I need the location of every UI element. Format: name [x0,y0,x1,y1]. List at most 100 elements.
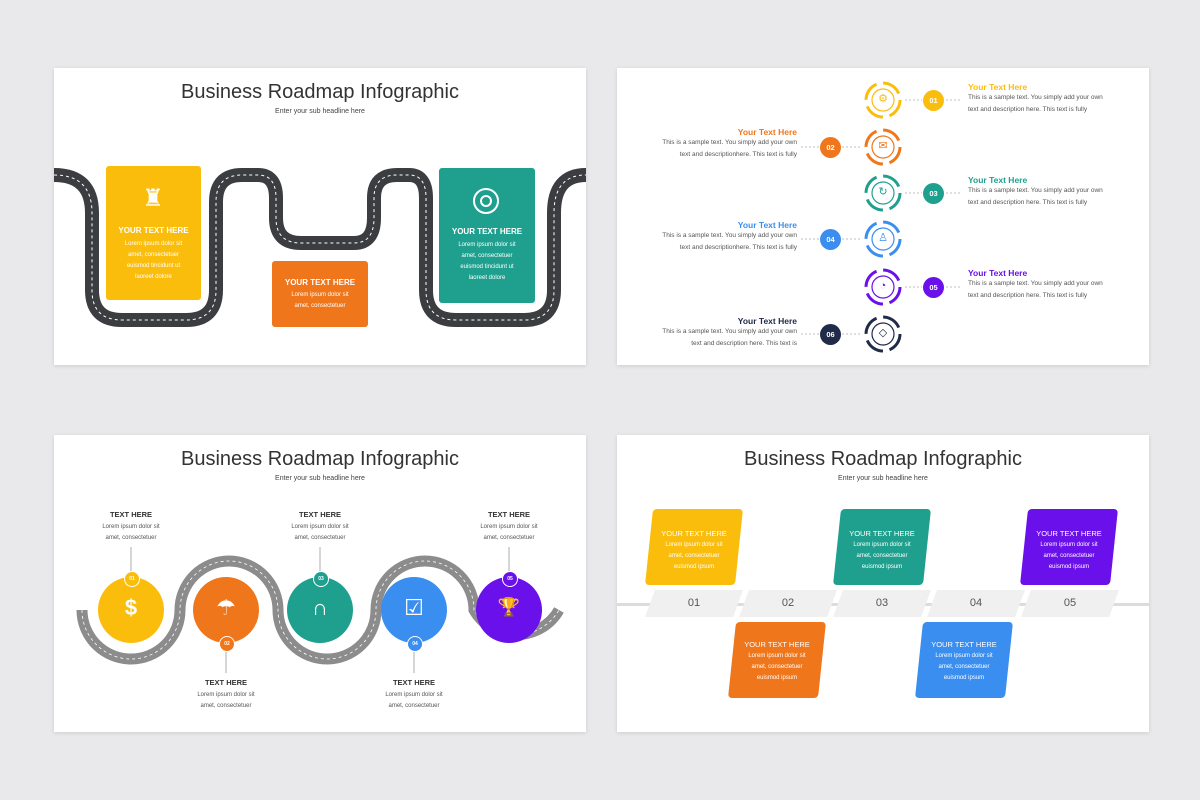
item-text-right: Your Text Here This is a sample text. Yo… [968,268,1143,302]
diamond-icon: ◇ [878,327,888,339]
label-heading: TEXT HERE [298,510,342,519]
step-label: 03 [875,597,889,609]
step-number: 01 [923,90,944,111]
step-number: 03 [313,571,329,587]
label-top: TEXT HERE Lorem ipsum dolor sit amet, co… [81,510,181,544]
step-label: 02 [781,597,795,609]
slide-road-cards: Business Roadmap Infographic Enter your … [54,68,586,365]
card-line: Lorem ipsum dolor sit [291,292,349,298]
card-heading: YOUR TEXT HERE [284,278,356,287]
card-line: euismod ipsum [861,564,903,570]
target-icon [473,188,499,214]
teal-card: YOUR TEXT HERE Lorem ipsum dolor sit ame… [833,509,931,585]
slide-winding-circles: Business Roadmap Infographic Enter your … [54,435,586,732]
item-text-right: Your Text Here This is a sample text. Yo… [968,175,1143,209]
step-number: 05 [923,277,944,298]
card-line: euismod ipsum [756,675,798,681]
item-line: text and description here. This text is [691,340,797,347]
label-line: amet, consectetuer [388,703,440,709]
label-heading: TEXT HERE [392,678,436,687]
item-text-left: Your Text Here This is a sample text. Yo… [627,316,797,350]
card-line: laoreet dolore [135,274,172,280]
label-heading: TEXT HERE [487,510,531,519]
item-text-left: Your Text Here This is a sample text. Yo… [627,127,797,161]
card-heading: YOUR TEXT HERE [931,640,997,649]
orange-card: YOUR TEXT HERE Lorem ipsum dolor sit ame… [728,622,826,698]
item-line: This is a sample text. You simply add yo… [968,94,1103,101]
card-line: euismod tincidunt ut [460,264,514,270]
card-line: amet, consectetuer [856,553,908,559]
connector-lines [801,81,961,353]
person-icon: ♙ [878,232,888,244]
item-heading: Your Text Here [968,82,1028,92]
slide-title: Business Roadmap Infographic [181,448,459,470]
card-line: Lorem ipsum dolor sit [458,242,516,248]
item-line: This is a sample text. You simply add yo… [968,187,1103,194]
card-line: Lorem ipsum dolor sit [124,241,183,247]
card-heading: YOUR TEXT HERE [451,227,523,236]
item-line: This is a sample text. You simply add yo… [968,280,1103,287]
step-number: 06 [820,324,841,345]
card-line: euismod ipsum [673,564,715,570]
card-line: euismod ipsum [1048,564,1090,570]
card-line: amet, consectetuer [668,553,720,559]
item-line: This is a sample text. You simply add yo… [662,139,797,146]
label-bottom: TEXT HERE Lorem ipsum dolor sit amet, co… [364,678,464,712]
winding-road [76,547,564,673]
item-heading: Your Text Here [737,127,797,137]
trophy-icon: 🏆 [497,597,521,617]
item-line: text and description here. This text is … [968,292,1088,299]
slide-title: Business Roadmap Infographic [744,448,1022,470]
card-line: euismod ipsum [943,675,985,681]
timeline-step: 03 [833,590,931,617]
step-number: 04 [820,229,841,250]
label-line: Lorem ipsum dolor sit [197,692,255,698]
card-line: laoreet dolore [468,275,506,281]
purple-card: YOUR TEXT HERE Lorem ipsum dolor sit ame… [1020,509,1118,585]
card-heading: YOUR TEXT HERE [661,529,727,538]
card-line: Lorem ipsum dolor sit [665,542,723,548]
card-line: Lorem ipsum dolor sit [1040,542,1098,548]
card-heading: YOUR TEXT HERE [1036,529,1102,538]
item-line: This is a sample text. You simply add yo… [662,232,797,239]
label-line: Lorem ipsum dolor sit [385,692,443,698]
card-heading: YOUR TEXT HERE [118,226,189,235]
chess-icon: ♜ [142,185,164,212]
item-heading: Your Text Here [737,316,797,326]
step-number: 02 [219,636,235,652]
item-heading: Your Text Here [968,268,1028,278]
timeline-step: 01 [645,590,743,617]
card-line: amet, consectetuer [1043,553,1095,559]
item-text-right: Your Text Here This is a sample text. Yo… [968,82,1143,116]
label-line: amet, consectetuer [200,703,252,709]
yellow-card: ♜ YOUR TEXT HERE Lorem ipsum dolor sit a… [106,166,201,300]
item-line: text and description here. This text is … [968,106,1088,113]
card-line: amet, consectetuer [938,664,990,670]
label-top: TEXT HERE Lorem ipsum dolor sit amet, co… [270,510,370,544]
step-number: 01 [124,571,140,587]
card-line: Lorem ipsum dolor sit [748,653,806,659]
road-path [54,168,586,327]
pie-chart-icon: ◔ [879,280,887,292]
step-number: 05 [502,571,518,587]
teal-card: YOUR TEXT HERE Lorem ipsum dolor sit ame… [439,168,535,303]
card-line: amet, consectetuer [294,303,346,309]
step-label: 04 [969,597,983,609]
label-heading: TEXT HERE [204,678,248,687]
card-line: amet, consectetuer [751,664,803,670]
item-line: This is a sample text. You simply add yo… [662,328,797,335]
slide-title: Business Roadmap Infographic [181,81,459,103]
card-line: amet, consectetuer [461,253,513,259]
item-heading: Your Text Here [737,220,797,230]
label-line: amet, consectetuer [105,535,157,541]
label-line: Lorem ipsum dolor sit [291,524,349,530]
slide-subtitle: Enter your sub headline here [838,475,928,482]
step-number: 04 [407,636,423,652]
orange-card: YOUR TEXT HERE Lorem ipsum dolor sit ame… [272,261,368,327]
label-line: Lorem ipsum dolor sit [102,524,160,530]
label-line: amet, consectetuer [294,535,346,541]
slide-timeline-vertical: ⚙ ✉ ↻ ♙ ◔ ◇ 01 02 03 04 05 06 Your Text … [617,68,1149,365]
magnet-icon: ∩ [312,595,328,620]
label-line: amet, consectetuer [483,535,535,541]
mail-icon: ✉ [878,140,888,152]
